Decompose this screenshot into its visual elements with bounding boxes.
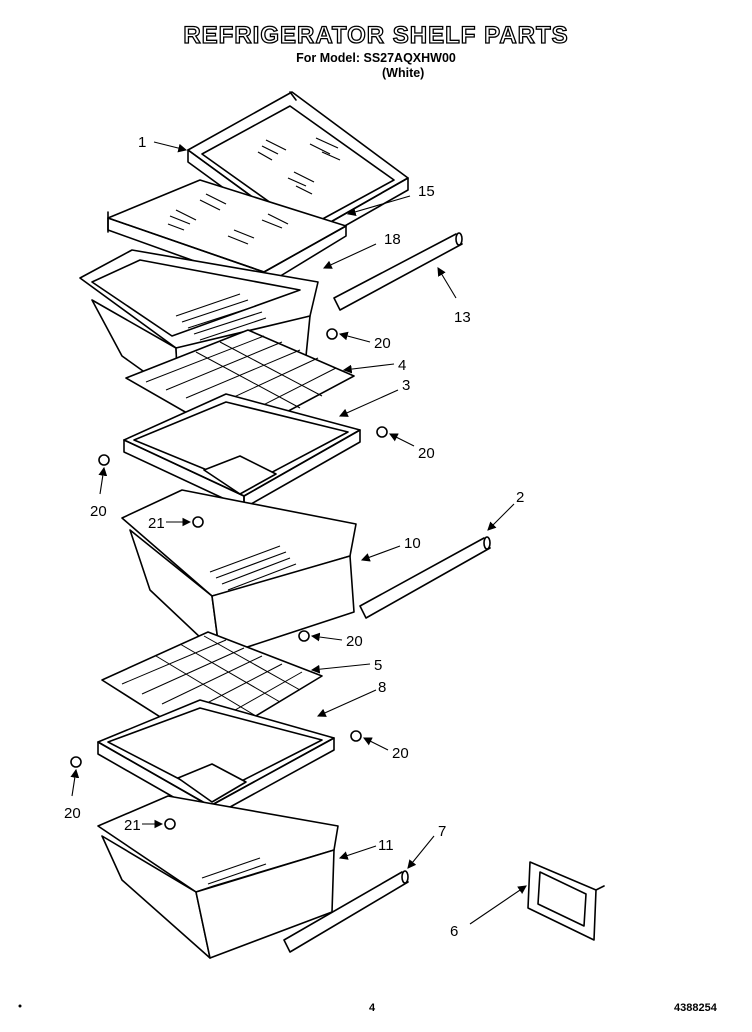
callout-6: 6 — [450, 923, 458, 940]
callout-21-b: 21 — [124, 817, 141, 834]
page-number: 4 — [369, 1002, 376, 1014]
fastener-icon — [70, 328, 388, 830]
callout-20-f: 20 — [64, 805, 81, 822]
callout-20-e: 20 — [392, 745, 409, 762]
callout-1: 1 — [138, 134, 146, 151]
callout-2: 2 — [516, 489, 524, 506]
color-subtitle: (White) — [382, 66, 425, 80]
callout-numbers: 1 15 18 13 20 4 3 20 20 2 21 10 20 5 8 2… — [64, 134, 524, 940]
part-3-drawer-cover — [123, 393, 361, 509]
callout-15: 15 — [418, 183, 435, 200]
callout-7: 7 — [438, 823, 446, 840]
part-10-middle-drawer — [121, 489, 357, 657]
callout-20-c: 20 — [90, 503, 107, 520]
callout-10: 10 — [404, 535, 421, 552]
callout-18: 18 — [384, 231, 401, 248]
callout-20-a: 20 — [374, 335, 391, 352]
part-2-rail — [359, 536, 491, 619]
callout-5: 5 — [374, 657, 382, 674]
model-subtitle: For Model: SS27AQXHW00 — [296, 51, 456, 65]
part-6-label-holder — [527, 861, 605, 941]
callout-20-b: 20 — [418, 445, 435, 462]
part-7-rail — [283, 870, 409, 953]
callout-11: 11 — [378, 837, 394, 854]
callout-3: 3 — [402, 377, 410, 394]
leader-lines — [70, 141, 527, 925]
part-8-drawer-cover — [97, 699, 335, 819]
callout-13: 13 — [454, 309, 471, 326]
callout-4: 4 — [398, 357, 406, 374]
page-title: REFRIGERATOR SHELF PARTS — [183, 21, 569, 49]
callout-20-d: 20 — [346, 633, 363, 650]
document-number: 4388254 — [674, 1002, 717, 1014]
callout-8: 8 — [378, 679, 386, 696]
callout-21-a: 21 — [148, 515, 165, 532]
part-13-rail — [333, 232, 463, 311]
dot-mark — [18, 1004, 22, 1008]
